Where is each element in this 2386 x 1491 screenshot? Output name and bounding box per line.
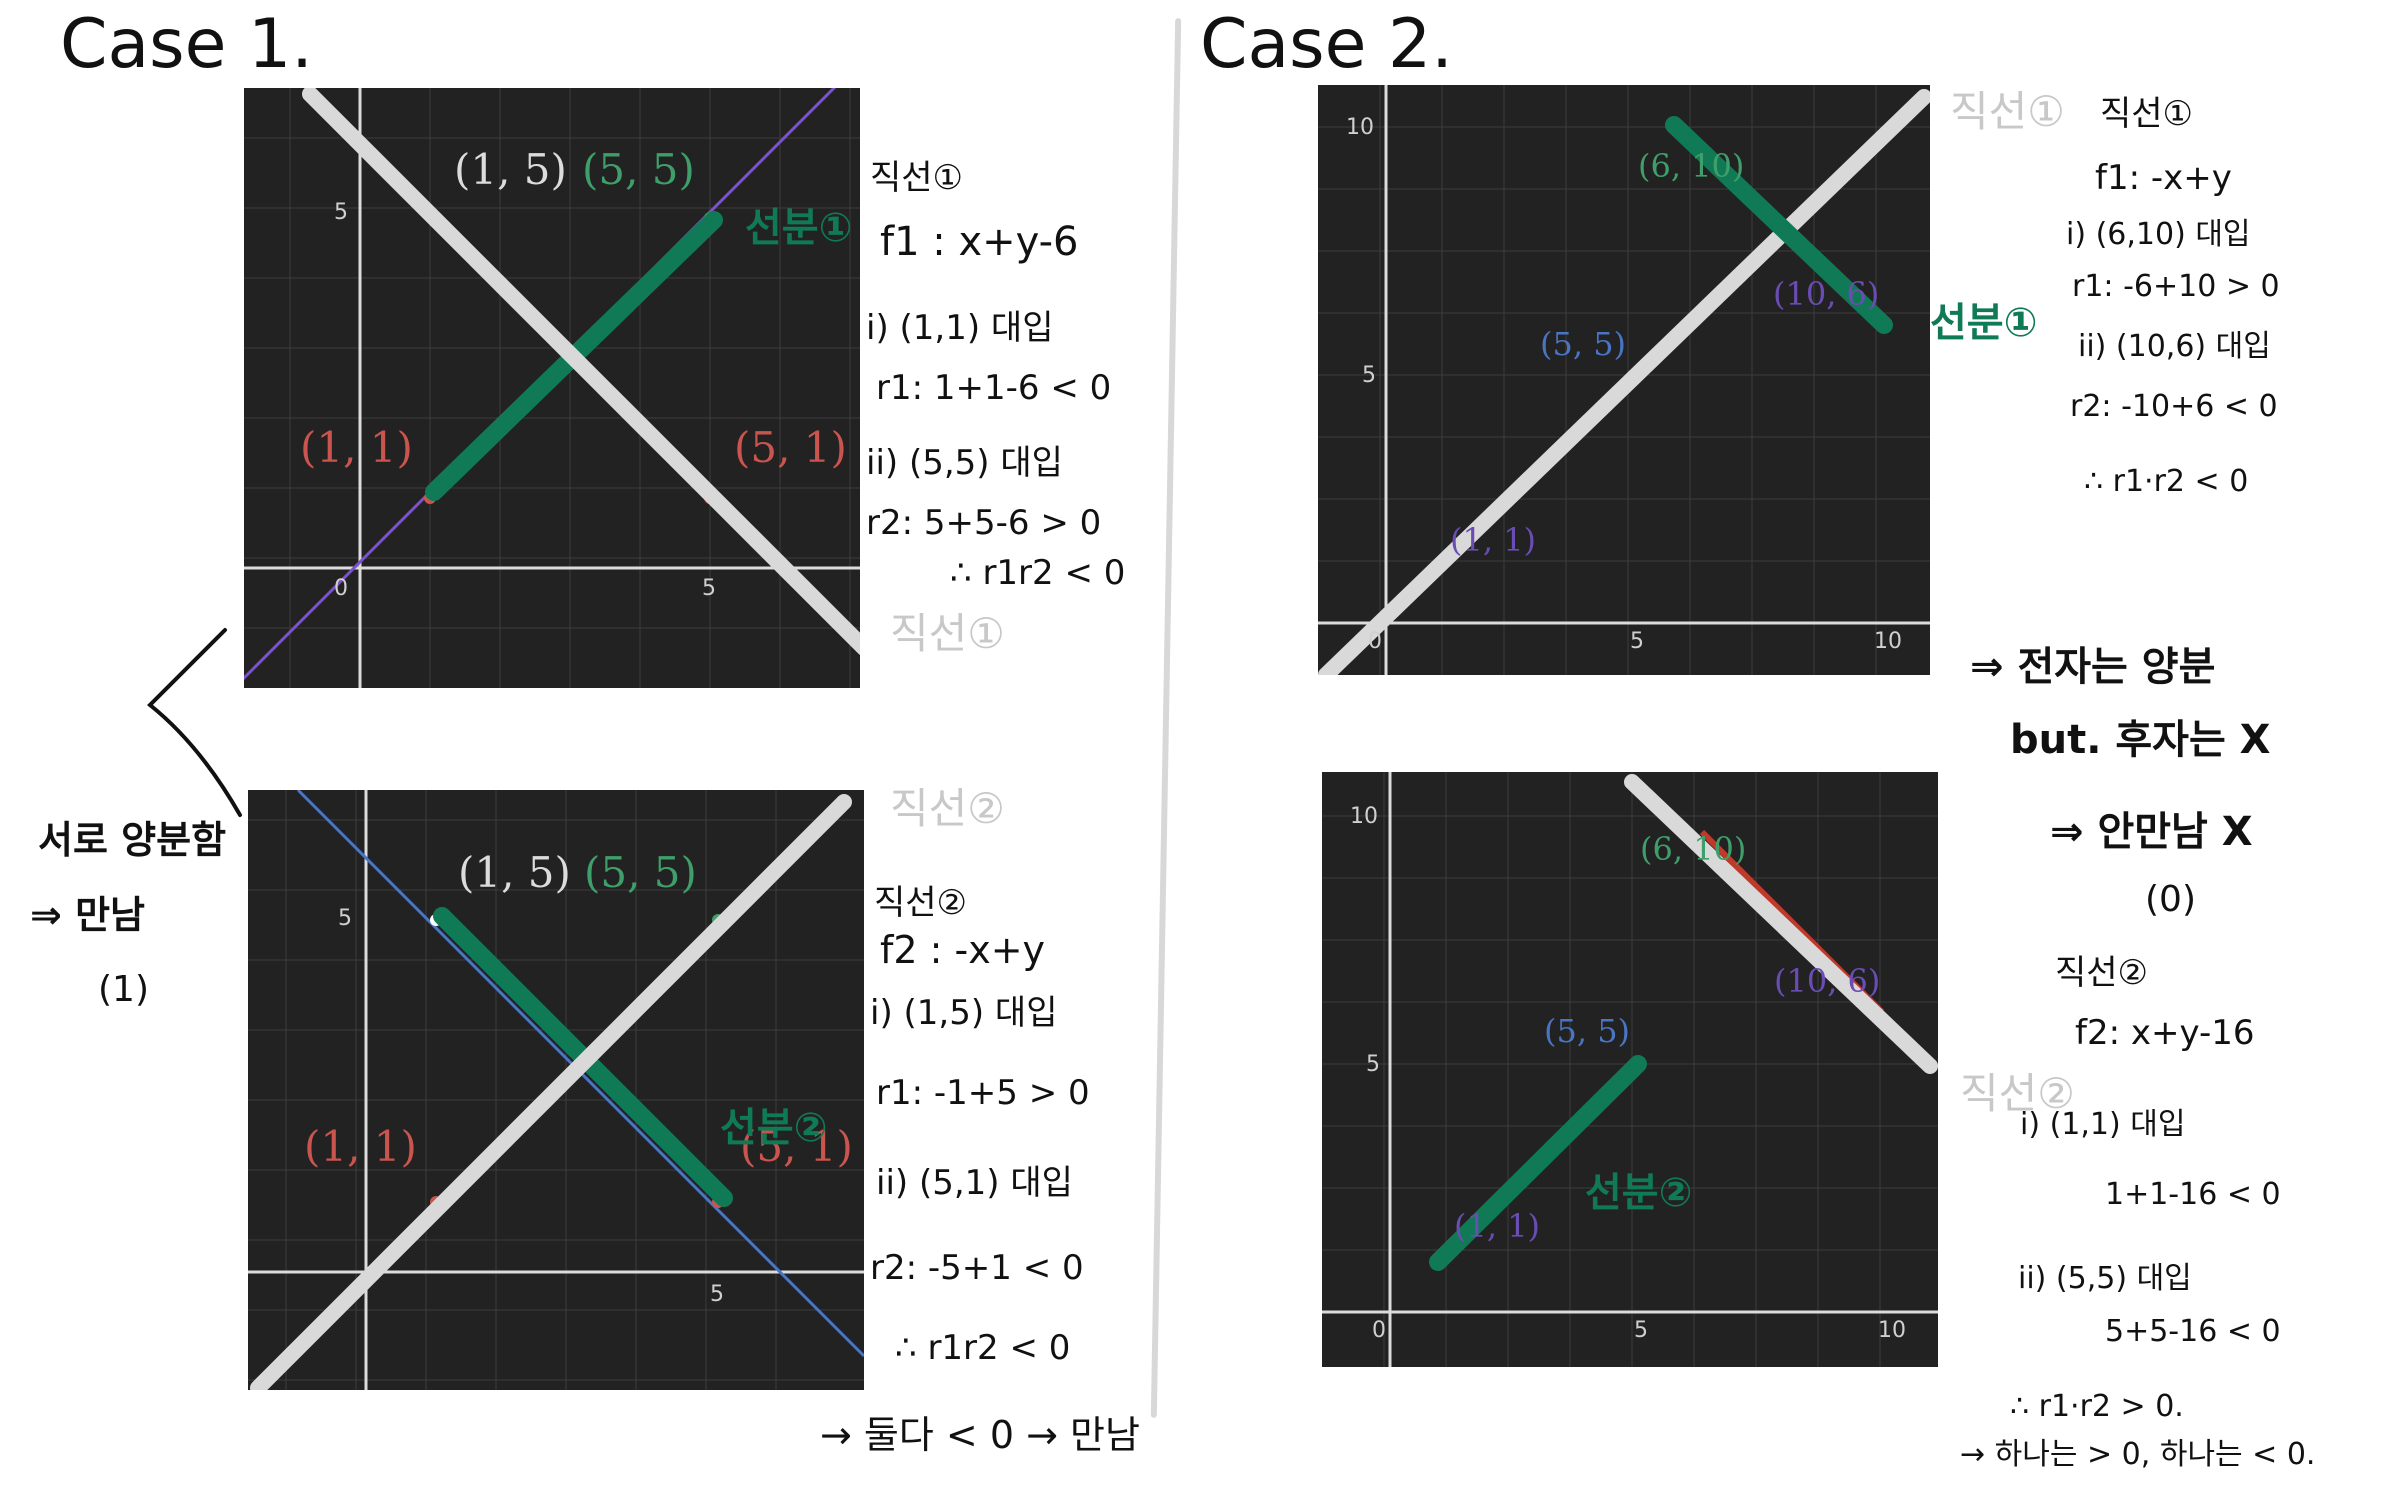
tick-origin: 0 (1368, 629, 1382, 654)
left-note-2: ⇒ 만남 (30, 893, 145, 937)
label-5-5: (5, 5) (1544, 1012, 1631, 1050)
tick-x5: 5 (1630, 629, 1644, 654)
case1-top-graph: (1, 5) (5, 5) (1, 1) (5, 1) 5 5 0 (244, 88, 860, 688)
label-1-5: (1, 5) (458, 848, 571, 897)
case2-note-3: i) (6,10) 대입 (2066, 217, 2251, 252)
case2-segment2-label: 선분② (1585, 1170, 1693, 1216)
case1-note-1: 직선① (870, 158, 964, 198)
case2-title: Case 2. (1200, 5, 1453, 84)
case2-bottom-graph: (6, 10) (10, 6) (5, 5) (1, 1) 10 5 0 5 1… (1322, 772, 1938, 1367)
case2-mid-1: ⇒ 전자는 양분 (1970, 644, 2216, 690)
case2-conclusion-1: ∴ r1·r2 > 0. (2010, 1389, 2184, 1424)
label-5-1: (5, 1) (740, 1122, 853, 1171)
case1-bnote-3: i) (1,5) 대입 (870, 993, 1058, 1033)
tick-y10: 10 (1346, 115, 1374, 140)
case2-line1-label: 직선① (1950, 87, 2065, 136)
label-5-5: (5, 5) (1540, 325, 1627, 363)
case2-note-7: ∴ r1·r2 < 0 (2084, 464, 2249, 499)
bracket-mark (147, 628, 242, 817)
cut-line-1 (1318, 89, 1930, 675)
page-divider (1150, 18, 1182, 1418)
label-6-10: (6, 10) (1638, 147, 1745, 185)
case1-segment2-label: 선분② (720, 1105, 828, 1151)
label-1-5: (1, 5) (454, 145, 567, 194)
case1-bnote-1: 직선② (874, 883, 968, 923)
tick-x5: 5 (710, 1282, 724, 1307)
tick-x5: 5 (702, 576, 716, 601)
case1-note-3: i) (1,1) 대입 (866, 308, 1054, 348)
cut-line-2 (250, 794, 852, 1390)
tick-origin: 0 (1372, 1318, 1386, 1343)
case1-bnote-2: f2 : -x+y (880, 928, 1046, 972)
case1-bottom-graph: (1, 5) (5, 5) (1, 1) (5, 1) 5 5 (248, 790, 864, 1390)
case2-mid-3: ⇒ 안만남 X (2050, 809, 2253, 855)
case2-line2-label: 직선② (1960, 1069, 2075, 1118)
case1-note-5: ii) (5,5) 대입 (866, 443, 1063, 483)
case2-bnote-2: f2: x+y-16 (2075, 1013, 2255, 1053)
case1-note-6: r2: 5+5-6 > 0 (866, 503, 1102, 543)
case2-note-1: 직선① (2100, 94, 2194, 134)
case2-note-6: r2: -10+6 < 0 (2070, 389, 2278, 424)
label-10-6: (10, 6) (1774, 962, 1881, 1000)
label-1-1: (1, 1) (304, 1122, 417, 1171)
tick-y5: 5 (338, 906, 352, 931)
case1-segment1-label: 선분① (745, 205, 853, 251)
tick-x10: 10 (1874, 629, 1902, 654)
label-6-10: (6, 10) (1640, 830, 1747, 868)
segment-1 (1665, 116, 1893, 334)
tick-x10: 10 (1878, 1318, 1906, 1343)
case2-conclusion-2: → 하나는 > 0, 하나는 < 0. (1960, 1437, 2316, 1472)
label-1-1: (1, 1) (1454, 1207, 1541, 1245)
tick-x5: 5 (1634, 1318, 1648, 1343)
case1-line1-label: 직선① (890, 609, 1005, 658)
case2-mid-4: (0) (2145, 879, 2196, 920)
case1-line2-label: 직선② (890, 784, 1005, 833)
tick-y10: 10 (1350, 804, 1378, 829)
label-10-6: (10, 6) (1773, 275, 1880, 313)
case1-note-2: f1 : x+y-6 (880, 219, 1079, 265)
segment-2 (1429, 1055, 1647, 1271)
cut-line-1 (302, 88, 860, 655)
left-note-1: 서로 양분함 (38, 818, 227, 862)
case1-bnote-6: r2: -5+1 < 0 (870, 1248, 1084, 1288)
tick-y5: 5 (334, 200, 348, 225)
case1-footer: → 둘다 < 0 → 만남 (820, 1413, 1140, 1457)
case2-bnote-3: i) (1,1) 대입 (2020, 1107, 2186, 1142)
case2-bnote-4: 1+1-16 < 0 (2105, 1177, 2281, 1212)
case1-title: Case 1. (60, 5, 313, 84)
case1-note-4: r1: 1+1-6 < 0 (876, 368, 1112, 408)
label-1-1: (1, 1) (1450, 521, 1537, 559)
tick-origin: 0 (334, 576, 348, 601)
case2-note-2: f1: -x+y (2095, 158, 2232, 198)
label-1-1: (1, 1) (300, 423, 413, 472)
case2-bnote-1: 직선② (2055, 953, 2149, 993)
case1-note-7: ∴ r1r2 < 0 (950, 553, 1126, 593)
case2-bnote-6: 5+5-16 < 0 (2105, 1314, 2281, 1349)
tick-y5: 5 (1366, 1052, 1380, 1077)
tick-y5: 5 (1362, 363, 1376, 388)
label-5-5: (5, 5) (582, 145, 695, 194)
case2-note-5: ii) (10,6) 대입 (2078, 329, 2271, 364)
case1-bnote-7: ∴ r1r2 < 0 (895, 1328, 1071, 1368)
case2-bnote-5: ii) (5,5) 대입 (2018, 1261, 2192, 1296)
label-5-1: (5, 1) (734, 423, 847, 472)
case2-mid-2: but. 후자는 X (2010, 717, 2271, 763)
label-5-5: (5, 5) (584, 848, 697, 897)
cut-line-2 (1624, 774, 1938, 1074)
case2-segment1-label: 선분① (1930, 300, 2038, 346)
case1-bnote-5: ii) (5,1) 대입 (876, 1163, 1073, 1203)
case2-top-graph: (6, 10) (10, 6) (5, 5) (1, 1) 10 5 5 10 … (1318, 85, 1930, 675)
left-note-3: (1) (98, 969, 149, 1010)
case1-bnote-4: r1: -1+5 > 0 (876, 1073, 1090, 1113)
case2-note-4: r1: -6+10 > 0 (2072, 269, 2280, 304)
